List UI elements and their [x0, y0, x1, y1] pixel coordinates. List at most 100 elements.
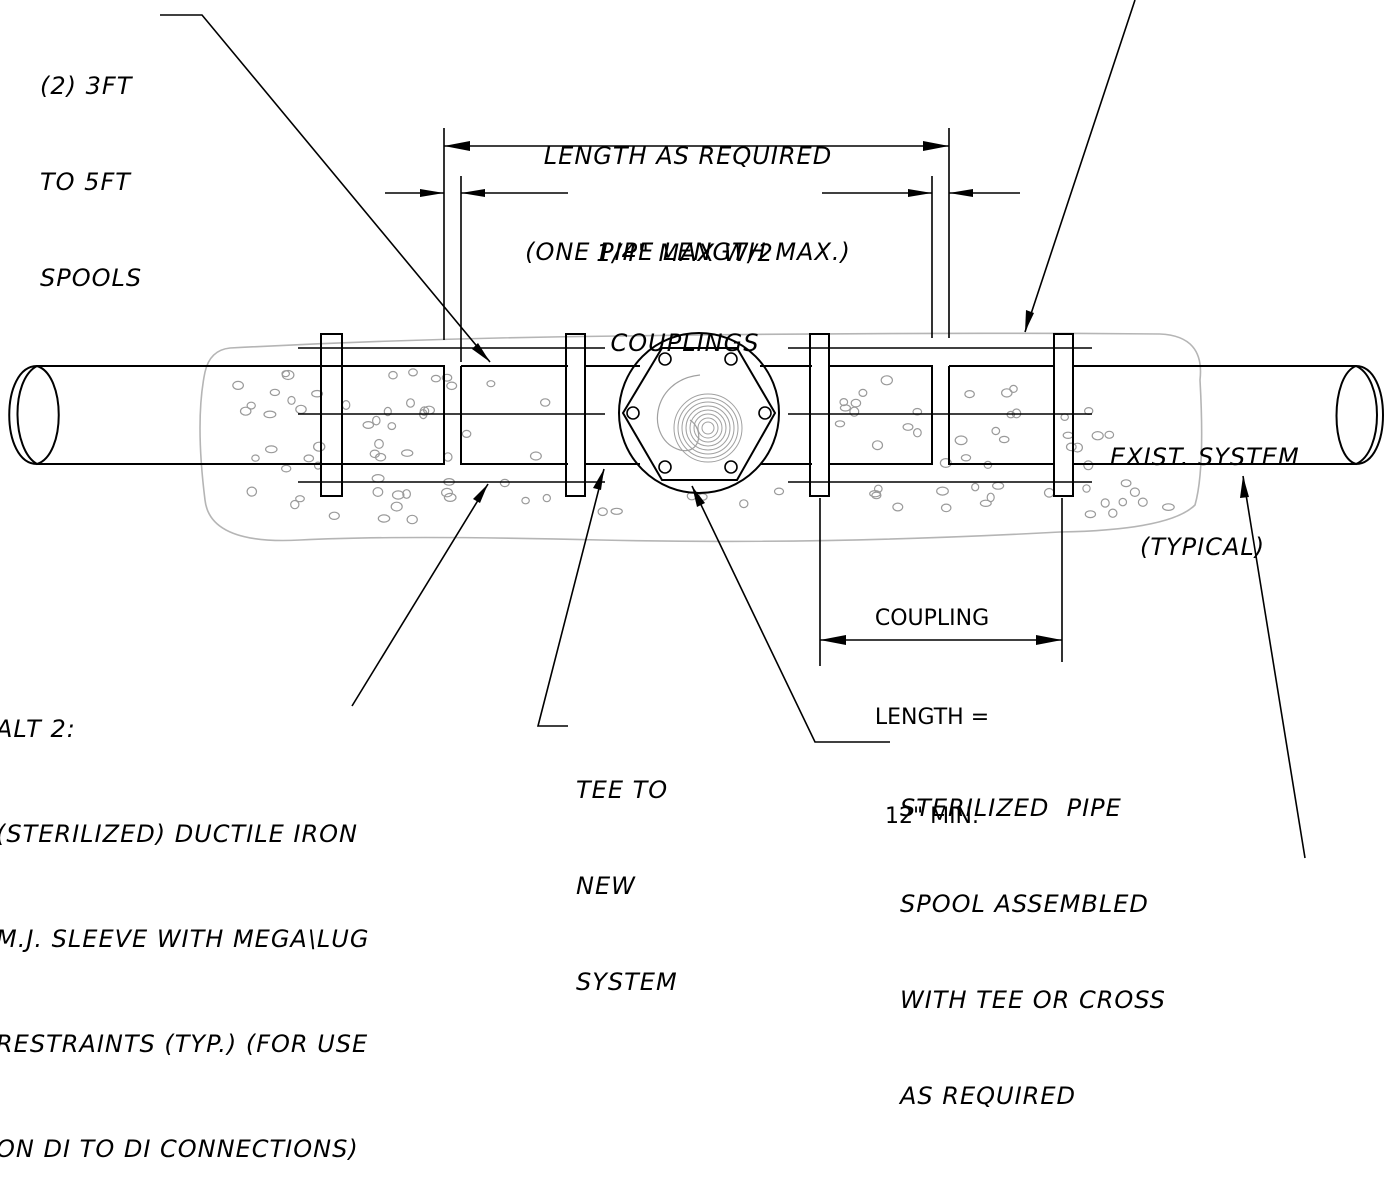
- gravel-stone: [991, 426, 1001, 436]
- gravel-stone: [902, 423, 914, 431]
- gravel-stone: [979, 499, 992, 507]
- gravel-stone: [287, 395, 296, 405]
- label-line: WITH TEE OR CROSS: [900, 986, 1166, 1014]
- gravel-stone: [246, 486, 258, 497]
- gravel-stone: [1065, 442, 1077, 452]
- label-line: COUPLINGS: [610, 329, 760, 357]
- tee-inner-ring: [685, 405, 731, 451]
- gravel-stone: [232, 380, 245, 390]
- label-sterilized-spool: STERILIZED PIPE SPOOL ASSEMBLED WITH TEE…: [900, 728, 1166, 1144]
- gravel-stone: [377, 514, 391, 523]
- dim-length-required: [443, 128, 950, 340]
- gravel-stone: [388, 370, 398, 380]
- dim-coupling-length: [819, 498, 1063, 666]
- gravel-stone: [529, 451, 542, 461]
- tee-inner-ring: [673, 393, 743, 463]
- label-line: ON DI TO DI CONNECTIONS): [0, 1135, 359, 1163]
- exist-pipe-right: [1072, 365, 1384, 466]
- label-line: (ONE PIPE LENGTH MAX.): [525, 238, 851, 266]
- gravel-stone: [936, 486, 949, 496]
- tee-inner-ring: [677, 397, 739, 459]
- gravel-stone: [964, 390, 975, 399]
- coupling-right: [788, 333, 1092, 497]
- gravel-stone: [281, 464, 292, 473]
- spool-pipes: [320, 365, 1055, 465]
- label-line: SYSTEM: [576, 968, 678, 996]
- tee-fitting: [618, 332, 780, 494]
- label-line: COUPLING: [874, 606, 990, 631]
- gravel-stone: [542, 493, 552, 503]
- coupling-left: [298, 333, 605, 497]
- gravel-stone: [263, 410, 277, 419]
- gravel-stone: [1062, 431, 1074, 439]
- label-line: NEW: [576, 872, 636, 900]
- exist-pipe-left: [8, 365, 320, 466]
- gravel-stone: [1100, 498, 1110, 508]
- label-line: (TYPICAL): [1140, 533, 1266, 561]
- tee-inner-ring: [693, 413, 723, 443]
- label-line: EXIST. SYSTEM: [1110, 443, 1300, 471]
- gravel-stone: [390, 501, 403, 512]
- gravel-stone: [441, 487, 454, 498]
- gravel-stone: [850, 398, 862, 408]
- gravel-stone: [1083, 460, 1094, 471]
- gravel-stone: [871, 491, 882, 500]
- gravel-stone: [406, 398, 416, 408]
- gravel-stone: [773, 487, 785, 496]
- gravel-stone: [1082, 484, 1091, 493]
- label-line: ALT 2:: [0, 715, 76, 743]
- gravel-stone: [303, 454, 315, 463]
- gravel-stone: [374, 438, 384, 449]
- gravel-stone: [251, 454, 260, 462]
- gravel-stone: [264, 445, 278, 454]
- gravel-stone: [1104, 430, 1115, 439]
- gravel-stone: [443, 492, 457, 502]
- gravel-bedding: [232, 368, 1175, 525]
- dim-gap-left: [385, 176, 568, 362]
- tee-inner-ring: [681, 401, 735, 455]
- gravel-stone: [858, 388, 868, 397]
- gravel-stone: [239, 406, 252, 416]
- gravel-stone: [971, 482, 980, 492]
- gravel-stone: [1137, 497, 1148, 507]
- tee-inner-swirl: [656, 374, 701, 452]
- gravel-stone: [486, 380, 496, 388]
- gravel-stone: [383, 406, 392, 417]
- pipe-connection-detail: [8, 0, 1384, 859]
- gravel-stone: [341, 400, 351, 411]
- gravel-stone: [1091, 431, 1104, 441]
- gravel-stone: [998, 435, 1010, 444]
- label-line: TEE TO: [576, 776, 669, 804]
- gravel-stone: [540, 398, 551, 407]
- label-line: RESTRAINTS (TYP.) (FOR USE: [0, 1030, 369, 1058]
- gravel-stone: [362, 421, 375, 430]
- gravel-stone: [834, 420, 846, 428]
- gravel-stone: [880, 375, 894, 386]
- gravel-stone: [869, 490, 882, 498]
- gravel-stone: [954, 435, 968, 446]
- label-line: LENGTH =: [874, 705, 990, 730]
- gravel-stone: [311, 389, 324, 398]
- label-line: M.J. SLEEVE WITH MEGA\LUG: [0, 925, 370, 953]
- gravel-stone: [1071, 442, 1083, 453]
- gravel-stone: [912, 407, 923, 416]
- gravel-stone: [1161, 503, 1175, 512]
- gravel-stone: [372, 487, 384, 498]
- gravel-stone: [739, 499, 749, 509]
- gravel-stone: [387, 422, 397, 431]
- label-line: (STERILIZED) DUCTILE IRON: [0, 820, 359, 848]
- label-line: SPOOL ASSEMBLED: [900, 890, 1149, 918]
- label-line: STERILIZED PIPE: [900, 794, 1122, 822]
- gravel-stone: [401, 449, 414, 457]
- label-line: SPOOLS: [40, 264, 143, 292]
- gravel-stone: [430, 374, 441, 383]
- gravel-stone: [892, 502, 904, 512]
- gravel-stone: [1009, 384, 1018, 393]
- gravel-stone: [402, 489, 412, 499]
- label-coupling-length: COUPLING LENGTH = 12" MIN.: [852, 536, 1012, 866]
- gravel-stone: [391, 490, 405, 500]
- gravel-stone: [839, 398, 849, 407]
- label-line: TO 5FT: [40, 168, 131, 196]
- label-max-gap: 1/4" MAX W/2 COUPLINGS: [560, 178, 810, 388]
- gravel-stone: [461, 429, 472, 438]
